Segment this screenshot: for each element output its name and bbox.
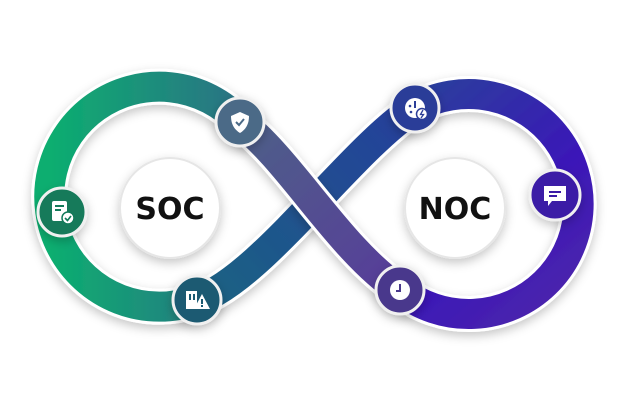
document-check-node: [36, 186, 88, 238]
right-loop: [388, 76, 597, 332]
noc-hub: NOC: [404, 157, 506, 259]
message-node: [528, 168, 582, 222]
alert-card-node: [171, 274, 223, 326]
message-icon: [544, 186, 566, 206]
speedometer-node: [389, 82, 441, 134]
speedometer-icon: [405, 98, 429, 121]
shield-check-node: [214, 96, 266, 148]
shield-check-icon: [231, 112, 249, 133]
soc-hub: SOC: [119, 157, 221, 259]
clock-icon: [390, 280, 410, 300]
soc-label: SOC: [135, 192, 204, 227]
left-loop: [31, 68, 254, 325]
noc-label: NOC: [419, 192, 492, 227]
document-check-icon: [52, 201, 75, 225]
alert-card-icon: [186, 291, 210, 309]
clock-node: [374, 264, 426, 316]
